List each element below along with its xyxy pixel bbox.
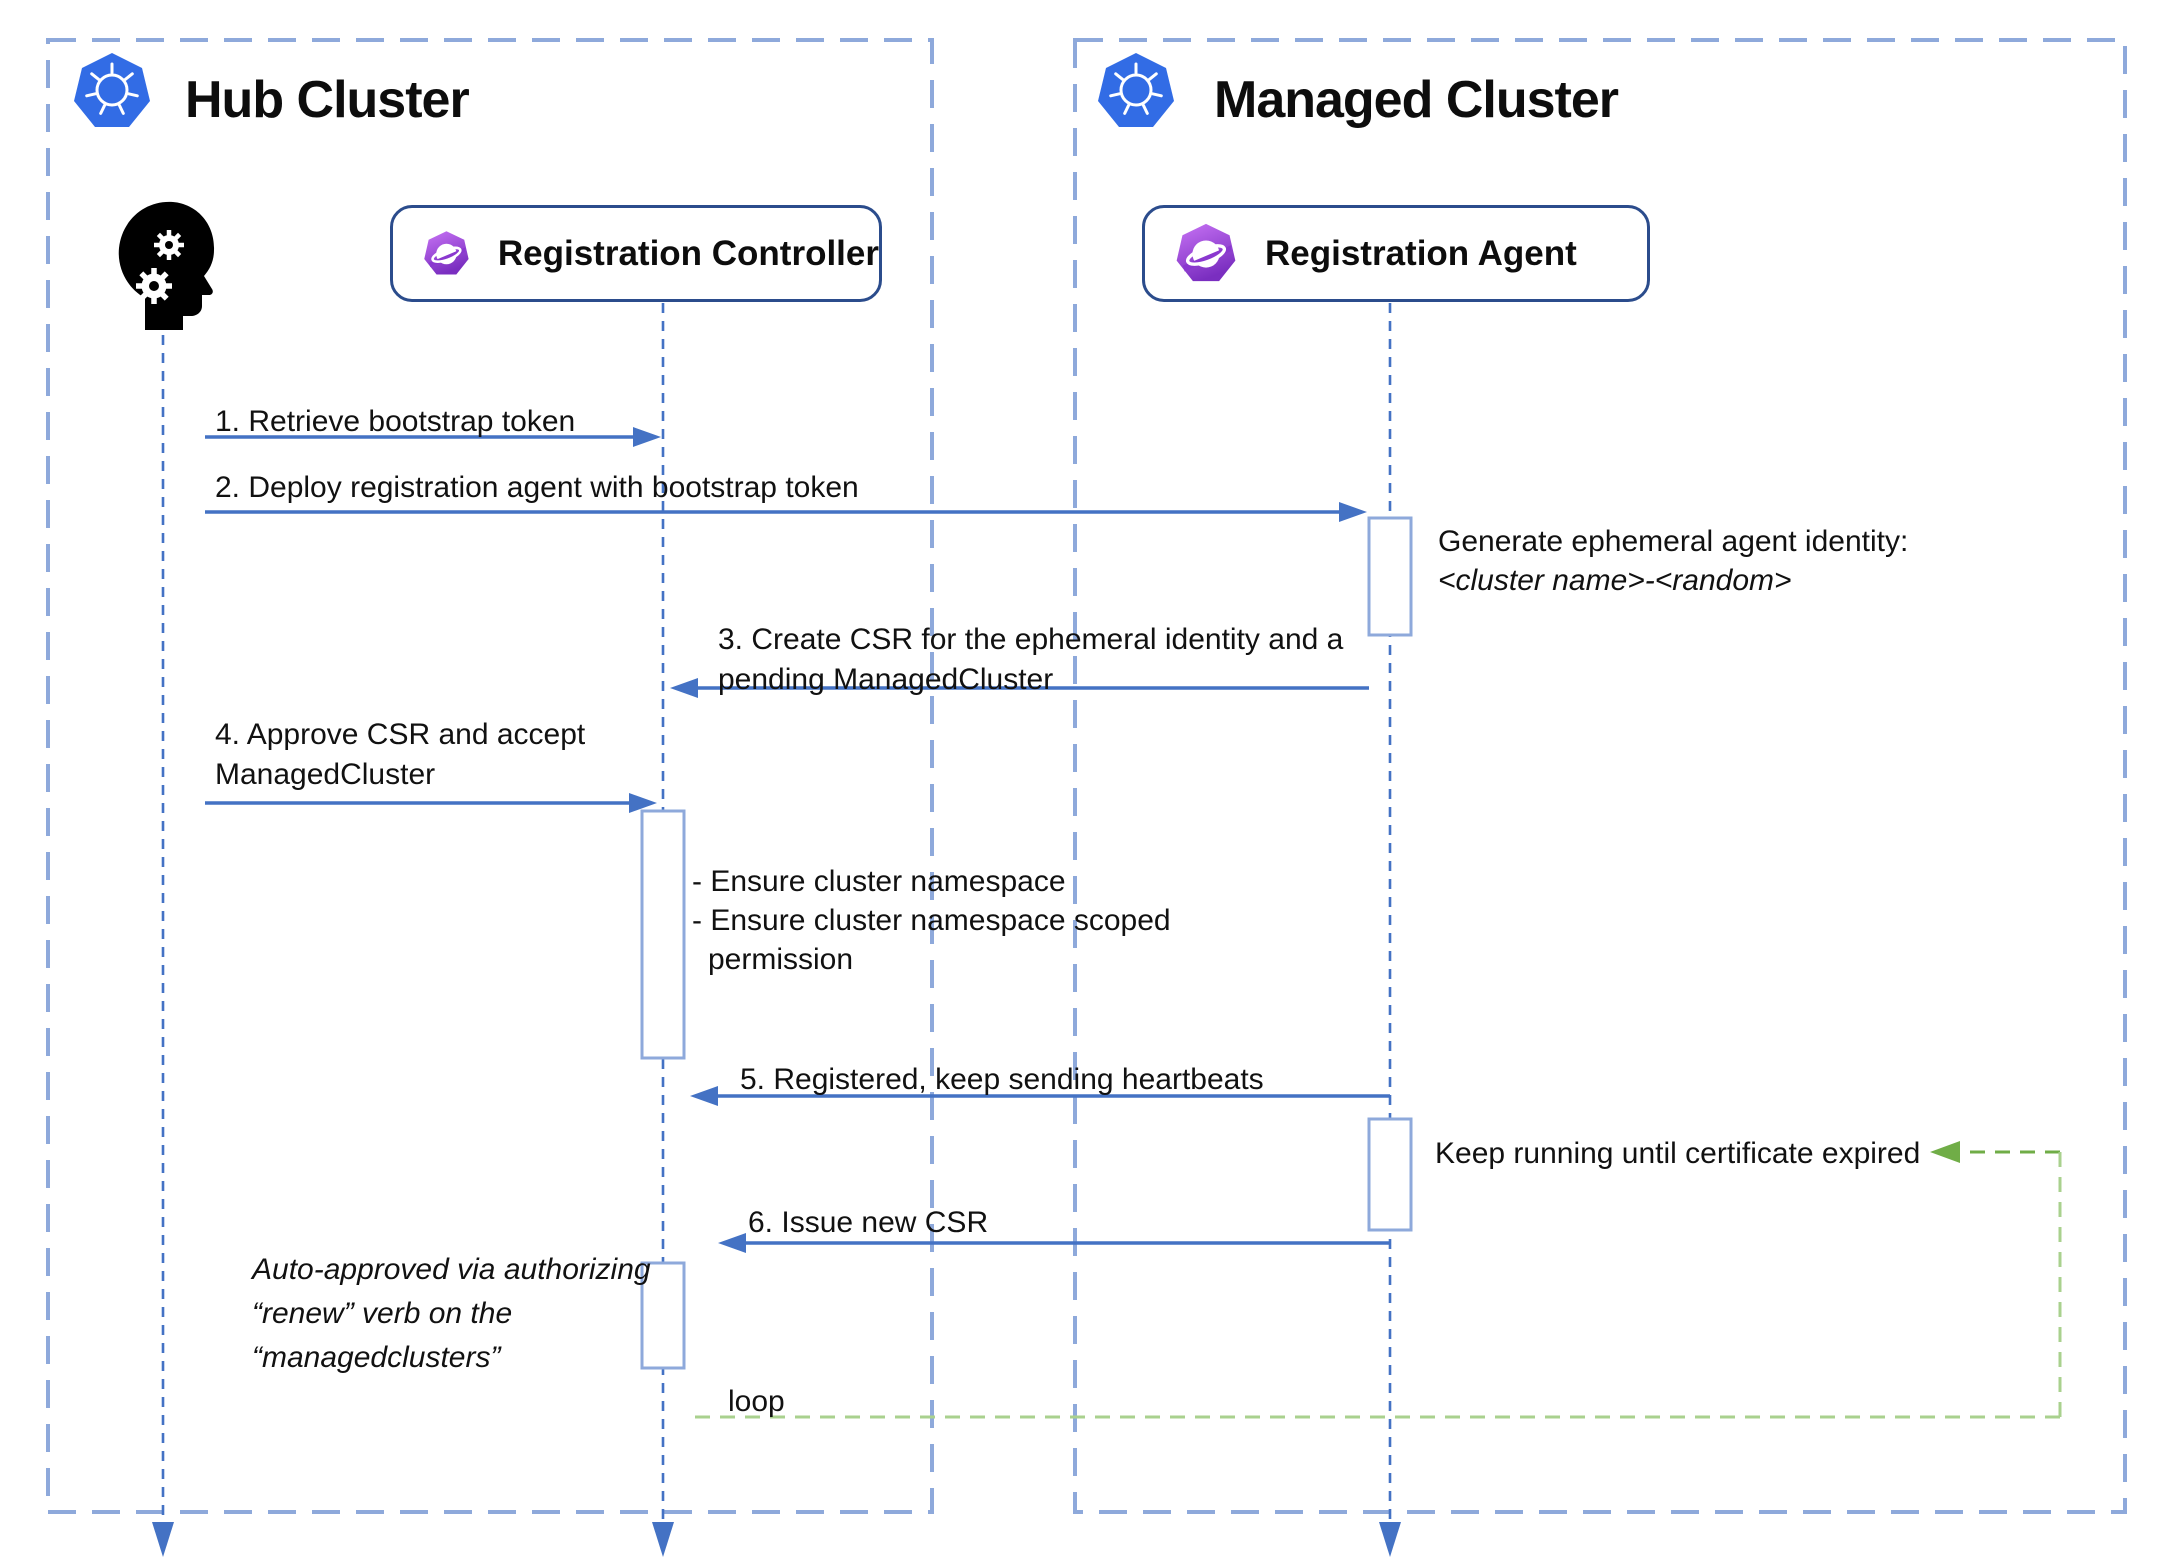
message-2-arrow bbox=[205, 502, 1367, 522]
ocm-icon bbox=[424, 230, 469, 275]
registration-agent-box: Registration Agent bbox=[1142, 205, 1650, 302]
activation-agent-1 bbox=[1367, 516, 1413, 637]
message-5-arrowhead bbox=[690, 1086, 718, 1106]
message-3-arrowhead bbox=[670, 678, 698, 698]
message-4-label: 4. Approve CSR and accept ManagedCluster bbox=[215, 718, 586, 791]
lifeline-user-arrowhead bbox=[152, 1522, 174, 1557]
note-ensure-namespace: - Ensure cluster namespace - Ensure clus… bbox=[692, 865, 1171, 976]
loop-label: loop bbox=[728, 1385, 785, 1418]
kubernetes-icon bbox=[1098, 53, 1174, 127]
message-5-label: 5. Registered, keep sending heartbeats bbox=[740, 1063, 1264, 1096]
message-6-arrow bbox=[718, 1233, 1390, 1253]
user-brain-icon bbox=[118, 201, 215, 330]
hub-cluster-frame bbox=[46, 38, 934, 1514]
note-keep-running: Keep running until certificate expired bbox=[1435, 1137, 1921, 1170]
gear-icon bbox=[136, 268, 172, 304]
message-6-arrowhead bbox=[718, 1233, 746, 1253]
activation-controller-2 bbox=[640, 1261, 686, 1370]
registration-agent-label: Registration Agent bbox=[1265, 233, 1577, 273]
note-auto-approved: Auto-approved via authorizing “renew” ve… bbox=[252, 1253, 651, 1374]
lifeline-agent-arrowhead bbox=[1379, 1522, 1401, 1557]
message-3-arrow bbox=[670, 678, 1369, 698]
loop-return-line bbox=[685, 1141, 2062, 1419]
message-3-label: 3. Create CSR for the ephemeral identity… bbox=[718, 623, 1344, 696]
lifeline-controller-arrowhead bbox=[652, 1522, 674, 1557]
loop-return-arrowhead bbox=[1930, 1141, 1960, 1163]
kubernetes-icon bbox=[74, 53, 150, 127]
managed-title: Managed Cluster bbox=[1214, 71, 1619, 129]
message-4-arrowhead bbox=[629, 793, 657, 813]
registration-controller-box: Registration Controller bbox=[390, 205, 882, 302]
message-1-arrow bbox=[205, 427, 661, 447]
message-1-arrowhead bbox=[633, 427, 661, 447]
message-2-arrowhead bbox=[1339, 502, 1367, 522]
message-1-label: 1. Retrieve bootstrap token bbox=[215, 405, 576, 438]
note-agent-identity: Generate ephemeral agent identity: <clus… bbox=[1438, 525, 1909, 597]
message-2-label: 2. Deploy registration agent with bootst… bbox=[215, 471, 859, 504]
activation-controller-1 bbox=[640, 809, 686, 1060]
hub-title: Hub Cluster bbox=[185, 71, 470, 129]
message-4-arrow bbox=[205, 793, 657, 813]
registration-controller-label: Registration Controller bbox=[497, 233, 879, 273]
gear-icon bbox=[154, 230, 184, 260]
activation-agent-2 bbox=[1367, 1117, 1413, 1232]
message-5-arrow bbox=[690, 1086, 1390, 1106]
ocm-icon bbox=[1176, 223, 1236, 281]
message-6-label: 6. Issue new CSR bbox=[748, 1206, 989, 1239]
managed-cluster-frame bbox=[1073, 38, 2127, 1514]
